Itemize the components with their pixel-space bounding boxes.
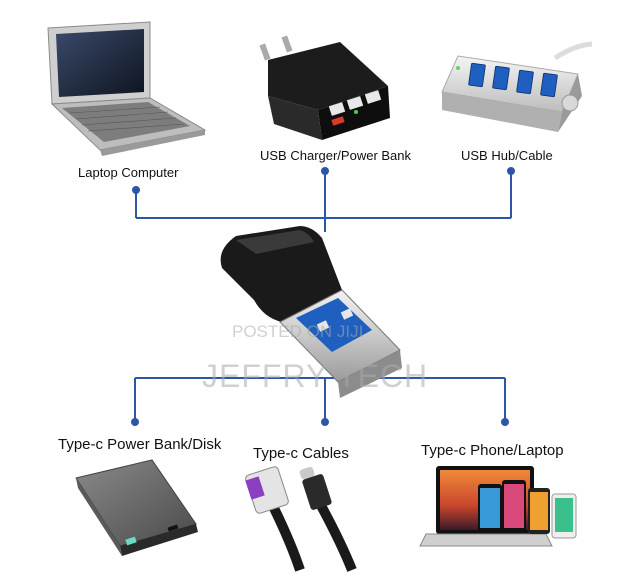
label-type-c-cables: Type-c Cables	[253, 445, 349, 462]
top-connector-lines	[135, 171, 512, 232]
bottom-connector-lines	[134, 377, 506, 422]
label-laptop-computer: Laptop Computer	[78, 165, 179, 180]
devices-icon	[419, 466, 577, 547]
label-type-c-power-bank: Type-c Power Bank/Disk	[58, 436, 222, 453]
type-c-cable-icon	[245, 466, 357, 572]
bottom-connector-dots	[131, 418, 509, 426]
watermark-posted-on-jiji: POSTED ON JIJI	[232, 322, 364, 341]
label-usb-hub: USB Hub/Cable	[461, 148, 553, 163]
top-connector-dots	[132, 167, 515, 194]
label-usb-charger: USB Charger/Power Bank	[260, 148, 412, 163]
laptop-icon	[47, 21, 207, 156]
usb-hub-icon	[441, 41, 593, 132]
label-type-c-phone-laptop: Type-c Phone/Laptop	[421, 442, 564, 459]
watermark-jeffry-tech: JEFFRY TECH	[202, 358, 429, 394]
usb-charger-icon	[259, 35, 390, 140]
usb-adapter-icon	[220, 226, 402, 398]
power-bank-icon	[75, 459, 198, 556]
